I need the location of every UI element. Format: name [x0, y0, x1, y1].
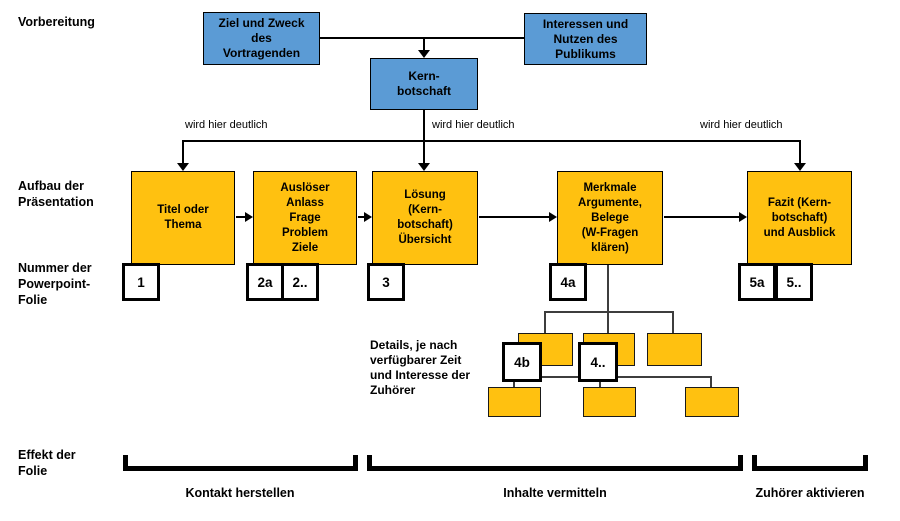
wird-hier-deutlich-label-middle: wird hier deutlich [432, 119, 515, 131]
bracket-inhalte [367, 455, 743, 471]
slide-number-5a: 5a [738, 263, 776, 301]
details-note: Details, je nach verfügbarer Zeit und In… [370, 338, 471, 397]
connector-line [182, 140, 801, 142]
arrowhead-down-icon [794, 163, 806, 171]
wird-hier-deutlich-label-left: wird hier deutlich [185, 119, 268, 131]
connector-line [710, 376, 712, 387]
connector-line [672, 311, 674, 333]
main-box-merkmale: Merkmale Argumente, Belege (W-Fragen klä… [557, 171, 663, 265]
main-box-ausloeser: Auslöser Anlass Frage Problem Ziele [253, 171, 357, 265]
connector-line [423, 37, 425, 51]
main-box-fazit: Fazit (Kern- botschaft) und Ausblick [747, 171, 852, 265]
bracket-zuhoerer [752, 455, 868, 471]
bracket-kontakt [123, 455, 358, 471]
slide-number-4b: 4b [502, 342, 542, 382]
detail-slide-box-3 [647, 333, 702, 366]
connector-line [479, 216, 550, 218]
connector-line [236, 216, 246, 218]
row-label-vorbereitung: Vorbereitung [18, 15, 95, 29]
slide-number-2a: 2a [246, 263, 284, 301]
connector-line [320, 37, 524, 39]
wird-hier-deutlich-label-right: wird hier deutlich [700, 119, 783, 131]
arrowhead-down-icon [418, 163, 430, 171]
row-label-effekt: Effekt der Folie [18, 448, 76, 478]
slide-number-2etc: 2.. [281, 263, 319, 301]
slide-number-5etc: 5.. [775, 263, 813, 301]
row-label-aufbau: Aufbau der Präsentation [18, 179, 94, 209]
connector-line [513, 380, 515, 387]
effect-label-kontakt: Kontakt herstellen [185, 486, 295, 500]
main-box-titel: Titel oder Thema [131, 171, 235, 265]
arrowhead-right-icon [739, 212, 747, 222]
slide-number-4etc: 4.. [578, 342, 618, 382]
detail-slide-box-4 [488, 387, 541, 417]
slide-number-3: 3 [367, 263, 405, 301]
effect-label-zuhoerer: Zuhörer aktivieren [755, 486, 865, 500]
slide-number-1: 1 [122, 263, 160, 301]
main-box-loesung: Lösung (Kern- botschaft) Übersicht [372, 171, 478, 265]
detail-slide-box-5 [583, 387, 636, 417]
slide-number-4a: 4a [549, 263, 587, 301]
box-interessen-nutzen: Interessen und Nutzen des Publikums [524, 13, 647, 65]
connector-line [182, 140, 184, 164]
detail-slide-box-6 [685, 387, 739, 417]
connector-line [358, 216, 365, 218]
connector-line [607, 265, 609, 333]
connector-line [799, 140, 801, 164]
effect-label-inhalte: Inhalte vermitteln [503, 486, 607, 500]
box-kernbotschaft: Kern- botschaft [370, 58, 478, 110]
connector-line [544, 311, 674, 313]
arrowhead-down-icon [418, 50, 430, 58]
box-ziel-zweck: Ziel und Zweck des Vortragenden [203, 12, 320, 65]
connector-line [599, 380, 601, 387]
arrowhead-right-icon [549, 212, 557, 222]
connector-line [544, 311, 546, 333]
connector-line [664, 216, 740, 218]
arrowhead-down-icon [177, 163, 189, 171]
arrowhead-right-icon [364, 212, 372, 222]
connector-line [423, 110, 425, 163]
row-label-nummer: Nummer der Powerpoint- Folie [18, 261, 92, 307]
arrowhead-right-icon [245, 212, 253, 222]
